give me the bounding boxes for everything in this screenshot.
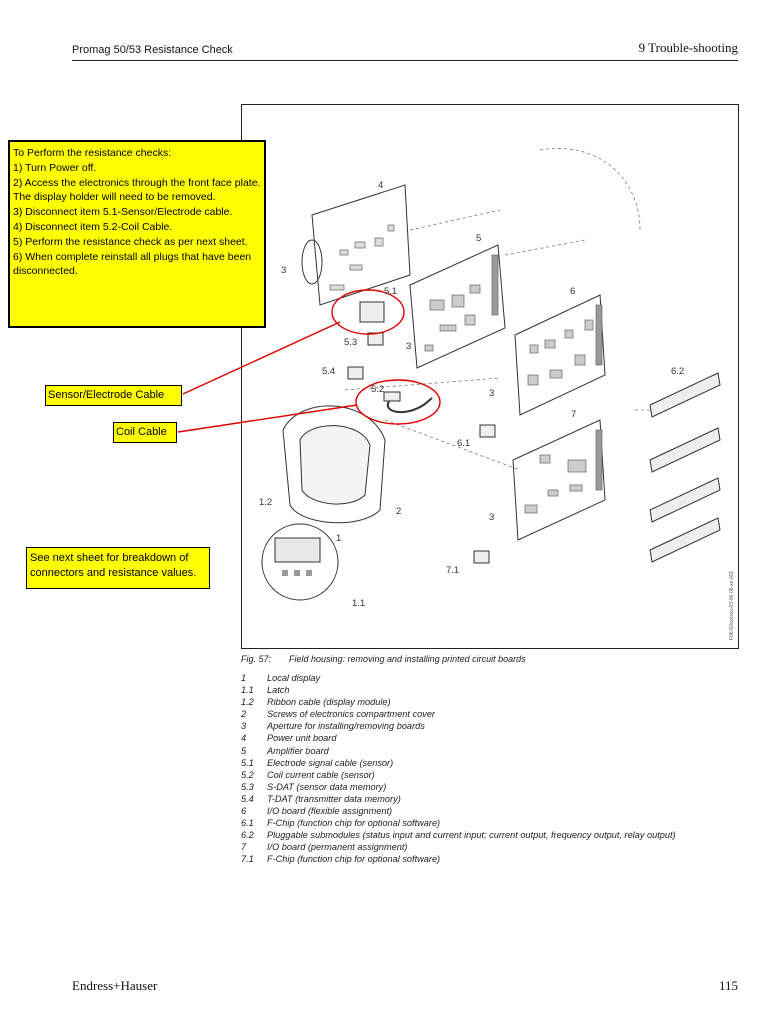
instruction-line: 1) Turn Power off. (13, 161, 97, 174)
legend-number: 6.2 (241, 830, 254, 841)
sensor-cable-connector (359, 301, 385, 323)
callout-5: 5 (476, 233, 481, 244)
legend-row: 7 I/O board (permanent assignment) (241, 841, 676, 853)
legend-row: 2 Screws of electronics compartment cover (241, 708, 676, 720)
legend-row: 5.2 Coil current cable (sensor) (241, 769, 676, 781)
next-sheet-note: See next sheet for breakdown of connecto… (26, 547, 210, 589)
coil-cable-plug (386, 397, 433, 414)
legend-text: Power unit board (267, 733, 337, 744)
instruction-line: 3) Disconnect item 5.1-Sensor/Electrode … (13, 206, 233, 219)
legend-text: Local display (267, 673, 321, 683)
page-number: 115 (718, 978, 738, 993)
legend-number: 4 (241, 733, 247, 744)
callout-5-4: 5.4 (322, 366, 335, 377)
legend-text: T-DAT (transmitter data memory) (267, 793, 401, 804)
figure-legend: 1 Local display 1.1 Latch 1.2 Ribbon cable … (241, 672, 676, 866)
coil-cable-label: Coil Cable (113, 422, 177, 443)
io-board-permanent (512, 419, 606, 541)
legend-text: Amplifier board (267, 745, 329, 756)
instruction-line: 4) Disconnect item 5.2-Coil Cable. (13, 220, 173, 233)
pluggable-submodules (649, 372, 721, 563)
footer-brand: Endress+Hauser (72, 978, 158, 993)
callout-1-1: 1.1 (352, 598, 365, 609)
legend-number: 5.3 (241, 781, 254, 792)
s-dat-chip (367, 332, 384, 346)
legend-number: 6 (241, 806, 247, 817)
legend-row: 6 I/O board (flexible assignment) (241, 805, 676, 817)
legend-row: 5.4 T-DAT (transmitter data memory) (241, 793, 676, 805)
legend-number: 1.1 (241, 685, 254, 696)
legend-row: 1 Local display (241, 672, 676, 684)
callout-6-1: 6.1 (457, 438, 470, 449)
figure-number: Fig. 57: (241, 654, 272, 664)
legend-row: 7.1 F-Chip (function chip for optional so… (241, 853, 676, 865)
figure-title: Field housing: removing and installing p… (289, 654, 526, 664)
instruction-line: 5) Perform the resistance check as per n… (13, 235, 248, 248)
legend-number: 5 (241, 745, 247, 756)
figure-caption: Fig. 57: Field housing: removing and inst… (241, 654, 526, 664)
legend-number: 7 (241, 842, 247, 853)
callout-5-2: 5.2 (371, 384, 384, 395)
legend-number: 2 (241, 709, 247, 720)
legend-text: I/O board (permanent assignment) (267, 842, 408, 853)
legend-text: F-Chip (function chip for optional softw… (267, 818, 441, 829)
legend-row: 6.2 Pluggable submodules (status input an… (241, 829, 676, 841)
header-document-title: Promag 50/53 Resistance Check (72, 44, 233, 56)
io-board-flexible (514, 294, 606, 416)
legend-text: Electrode signal cable (sensor) (267, 757, 394, 768)
callout-1-2: 1.2 (259, 497, 272, 508)
legend-number: 5.1 (241, 757, 254, 768)
legend-row: 4 Power unit board (241, 732, 676, 744)
header-divider (72, 60, 738, 61)
instructions-box: To Perform the resistance checks: 1) Tur… (8, 140, 266, 328)
f-chip-6-1 (479, 424, 496, 438)
callout-6-2: 6.2 (671, 366, 684, 377)
legend-text: Screws of electronics compartment cover (267, 709, 435, 720)
legend-text: Ribbon cable (display module) (267, 697, 391, 708)
legend-text: Pluggable submodules (status input and c… (267, 830, 676, 841)
f-chip-7-1 (473, 550, 490, 564)
callout-1: 1 (336, 533, 341, 544)
callout-2: 2 (396, 506, 401, 517)
legend-number: 3 (241, 721, 247, 732)
figure-frame (241, 104, 739, 649)
callout-3d: 3 (406, 341, 411, 352)
legend-row: 1.1 Latch (241, 684, 676, 696)
callout-3a: 3 (281, 265, 286, 276)
legend-text: Coil current cable (sensor) (267, 769, 375, 780)
callout-7-1: 7.1 (446, 565, 459, 576)
callout-7: 7 (571, 409, 576, 420)
legend-number: 5.4 (241, 793, 254, 804)
legend-row: 5.3 S-DAT (sensor data memory) (241, 781, 676, 793)
header-section-title: 9 Trouble-shooting (638, 40, 738, 55)
legend-number: 7.1 (241, 854, 254, 865)
figure-side-code: F06-53xxxxxx-03-06-06-xx-001 (729, 571, 735, 640)
sensor-cable-label: Sensor/Electrode Cable (45, 385, 182, 406)
legend-row: 1.2 Ribbon cable (display module) (241, 696, 676, 708)
callout-5-1: 5.1 (384, 286, 397, 297)
instruction-line: 6) When complete reinstall all plugs tha… (13, 250, 252, 278)
instruction-line: To Perform the resistance checks: (13, 147, 172, 159)
legend-text: F-Chip (function chip for optional softw… (267, 854, 441, 865)
legend-text: I/O board (flexible assignment) (267, 806, 393, 817)
legend-row: 6.1 F-Chip (function chip for optional so… (241, 817, 676, 829)
callout-3c: 3 (489, 512, 494, 523)
callout-6: 6 (570, 286, 575, 297)
callout-5-3: 5.3 (344, 337, 357, 348)
legend-number: 5.2 (241, 769, 254, 780)
legend-row: 3 Aperture for installing/removing boards (241, 720, 676, 732)
t-dat-chip (347, 366, 364, 380)
callout-3b: 3 (489, 388, 494, 399)
instruction-line: 2) Access the electronics through the fr… (13, 176, 261, 204)
legend-text: S-DAT (sensor data memory) (267, 781, 387, 792)
legend-text: Aperture for installing/removing boards (267, 721, 425, 732)
legend-number: 6.1 (241, 818, 254, 829)
callout-4: 4 (378, 180, 383, 191)
legend-text: Latch (267, 685, 290, 696)
legend-number: 1 (241, 673, 247, 683)
legend-row: 5 Amplifier board (241, 745, 676, 757)
legend-number: 1.2 (241, 697, 254, 708)
legend-row: 5.1 Electrode signal cable (sensor) (241, 757, 676, 769)
